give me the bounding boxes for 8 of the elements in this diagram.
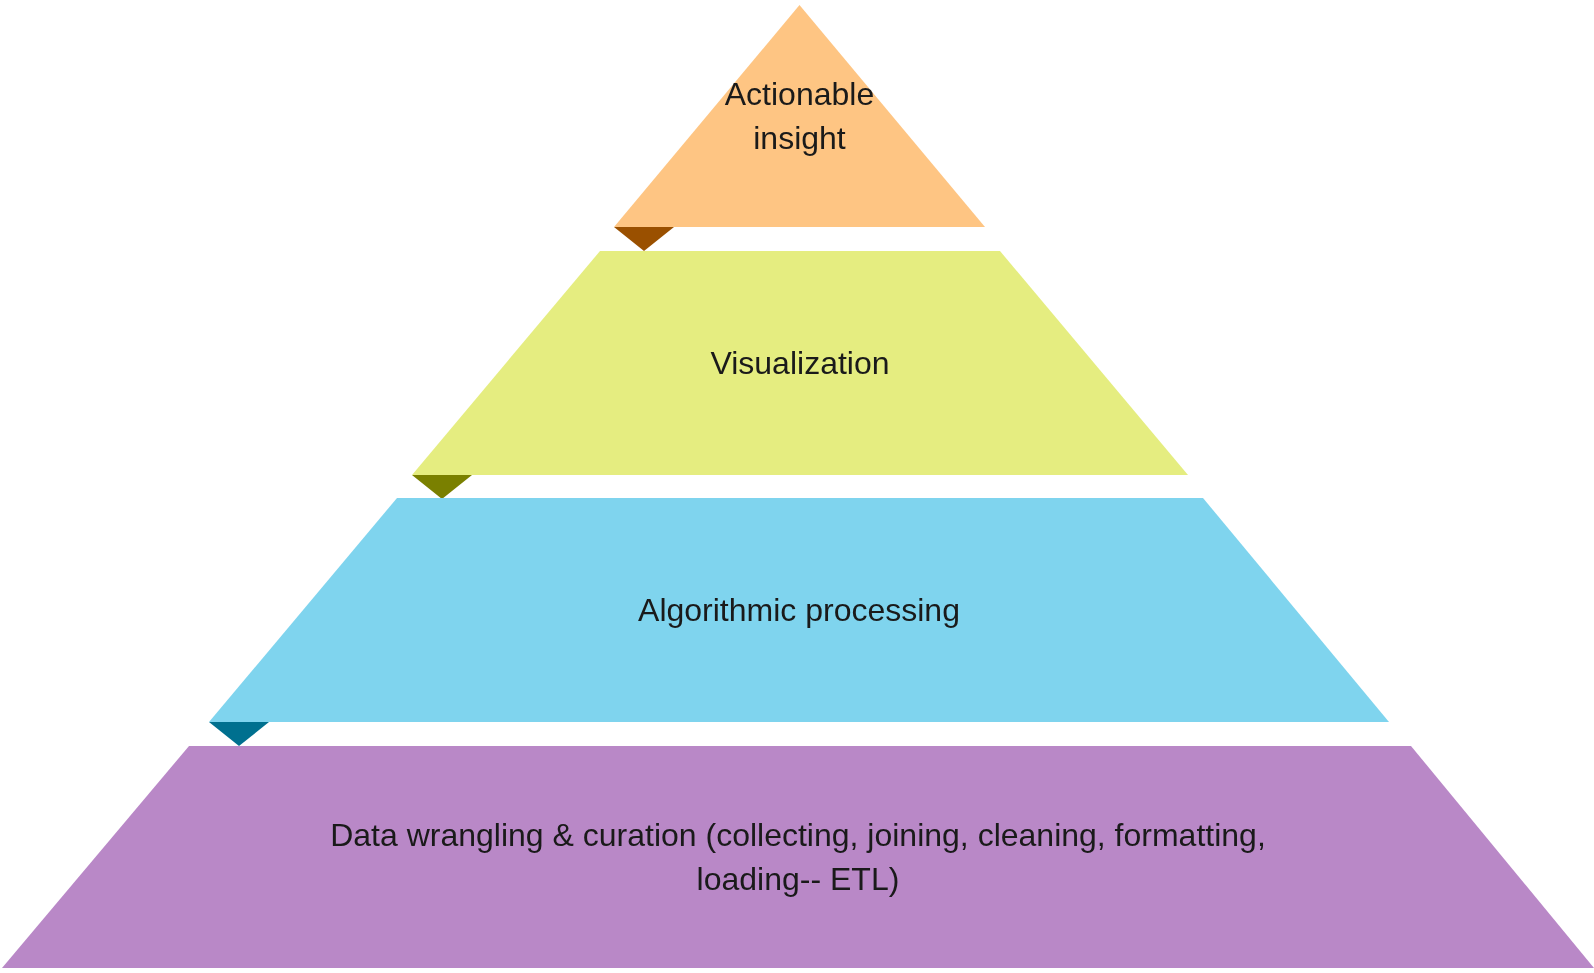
tier-label: Algorithmic processing [637, 591, 961, 630]
tier-label: Visualization [709, 344, 891, 383]
pyramid-tier [2, 746, 1594, 968]
pyramid-apex [614, 5, 985, 227]
tier-label: Data wrangling & curation (collecting, joining, cleaning, formatting, loading-- ETL) [329, 816, 1267, 899]
pyramid-tier [209, 498, 1389, 722]
pyramid-tier [412, 251, 1188, 475]
tier-label: Actionable insight [723, 75, 876, 158]
